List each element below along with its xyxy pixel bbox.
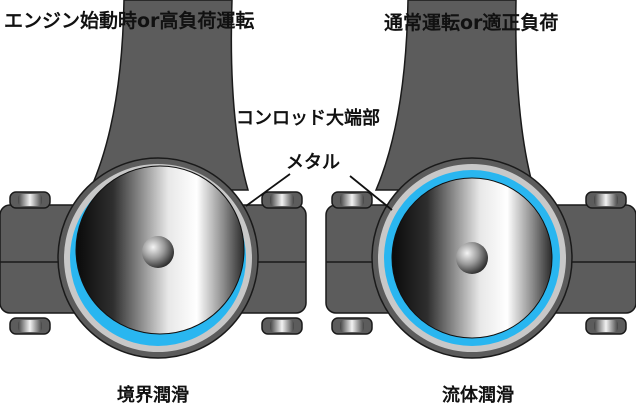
right-condition-label: 通常運転or適正負荷 bbox=[384, 12, 559, 34]
right-connecting-rod bbox=[325, 0, 636, 359]
left-bolt-top-left bbox=[9, 191, 51, 209]
left-lubrication-label: 境界潤滑 bbox=[117, 385, 189, 406]
left-condition-label: エンジン始動時or高負荷運転 bbox=[4, 10, 255, 32]
metal-label: メタル bbox=[286, 152, 340, 173]
left-rod-shank bbox=[88, 0, 249, 191]
metal-leader-left bbox=[245, 173, 291, 207]
left-bolt-bottom-left bbox=[9, 317, 51, 335]
right-bolt-bottom-right bbox=[585, 317, 627, 335]
right-bolt-top-right bbox=[585, 191, 627, 209]
big-end-label: コンロッド大端部 bbox=[236, 108, 380, 129]
right-bolt-top-left bbox=[331, 191, 373, 209]
left-bolt-top-right bbox=[261, 191, 303, 209]
left-oil-hole bbox=[142, 236, 174, 268]
metal-leader-right bbox=[349, 175, 393, 211]
left-connecting-rod bbox=[0, 0, 307, 359]
right-bolt-bottom-left bbox=[331, 317, 373, 335]
right-lubrication-label: 流体潤滑 bbox=[442, 385, 514, 406]
right-oil-hole bbox=[456, 242, 488, 274]
left-bolt-bottom-right bbox=[261, 317, 303, 335]
